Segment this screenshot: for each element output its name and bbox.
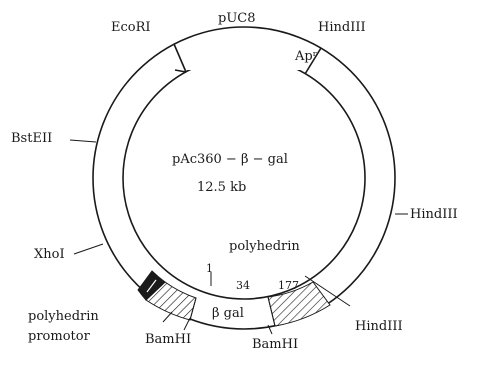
puc8-left-cap [174,69,187,73]
puc8-gap [175,42,303,70]
bsteii-label: BstEII [11,131,52,146]
hindiii-bottom-label: HindIII [355,319,403,334]
promoter-leader [162,311,173,323]
plasmid-name-label: pAc360 − β − gal [172,152,288,167]
gal-gene-label: β gal [212,306,244,321]
bamhi-left-label: BamHI [145,332,191,347]
amp-resistance-label: Apʳ [294,49,317,64]
polyhedrin-label: polyhedrin [229,239,300,254]
xhoi-leader [73,243,104,255]
hindiii-top-label: HindIII [318,20,366,35]
puc8-right-edge [304,47,322,75]
plasmid-outer-circle [92,26,396,330]
gal-right-boundary [267,296,276,327]
position-177-label: 177 [278,279,299,292]
polyhedrin-hatched-region-right [267,281,331,327]
plasmid-size-label: 12.5 kb [197,180,246,195]
bsteii-leader [69,139,97,143]
gal-left-boundary [189,297,197,321]
bamhi-right-label: BamHI [252,337,298,352]
plasmid-inner-circle [122,56,366,300]
position-34-label: 34 [236,279,250,292]
polyhedrin-hatched-region-left [145,281,197,321]
ecori-label: EcoRI [111,20,151,35]
hindiii-bottom-leader [304,275,351,307]
promoter-label-line2: promotor [28,329,91,344]
promoter-block-mark [146,279,157,293]
promoter-label-line1: polyhedrin [28,309,99,324]
xhoi-label: XhoI [34,247,65,262]
bamhi-right-leader [267,324,273,335]
puc8-left-edge [173,43,187,73]
hindiii-right-label: HindIII [410,207,458,222]
bamhi-left-leader [183,317,191,331]
puc8-label: pUC8 [218,11,256,26]
position-1-label: 1 [206,262,213,275]
